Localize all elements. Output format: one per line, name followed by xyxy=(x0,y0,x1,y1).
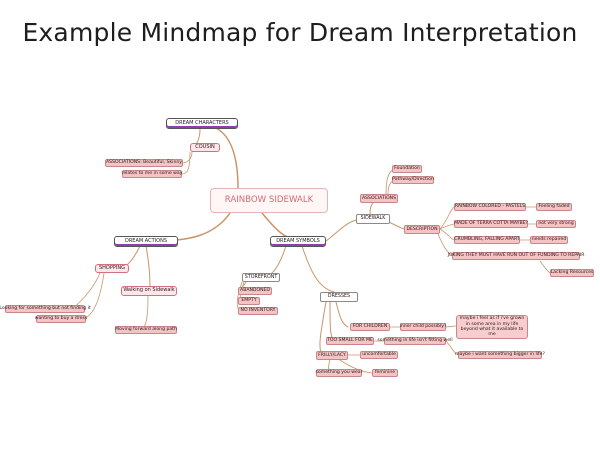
node-rainbow-colored[interactable]: RAINBOW COLORED - PASTELS xyxy=(454,203,526,211)
node-walking-on-sidewalk[interactable]: Walking on Sidewalk xyxy=(121,286,177,296)
node-crumbling[interactable]: CRUMBLING, FALLING APART xyxy=(454,236,520,244)
connector-shopping-wanting xyxy=(83,272,105,320)
node-associations-beautiful-skinny[interactable]: ASSOCIATIONS: Beautiful, Skinny xyxy=(105,159,183,167)
node-feminine[interactable]: feminine xyxy=(372,369,398,377)
node-moving-forward[interactable]: Moving forward along path xyxy=(115,326,177,334)
connector-shopping-looking xyxy=(71,272,101,310)
node-dream-symbols[interactable]: DREAM SYMBOLS xyxy=(270,236,326,247)
connector-description-crumbling xyxy=(439,228,455,241)
node-too-small[interactable]: TOO SMALL FOR ME xyxy=(326,337,374,345)
node-something-you-wear[interactable]: something you wear xyxy=(315,369,363,377)
node-wanting-to-buy[interactable]: wanting to buy a dress xyxy=(34,315,88,323)
node-empty[interactable]: EMPTY xyxy=(238,297,260,305)
connector-root-characters xyxy=(201,123,239,189)
node-dream-actions[interactable]: DREAM ACTIONS xyxy=(114,236,178,247)
connector-walking-moving xyxy=(141,295,149,331)
connector-cousin-relates xyxy=(181,151,191,175)
node-terra-cotta[interactable]: MADE OF TERRA COTTA MAYBE? xyxy=(454,220,528,228)
node-dresses[interactable]: DRESSES xyxy=(320,292,358,302)
node-feeling-faded[interactable]: Feeling faded xyxy=(536,203,572,211)
node-for-children[interactable]: FOR CHILDREN xyxy=(350,323,390,331)
connector-cousin-associations xyxy=(181,151,193,164)
node-inner-child[interactable]: inner child possibly? xyxy=(399,323,447,331)
node-joking-funding[interactable]: JOKING THEY MUST HAVE RUN OUT OF FUNDING… xyxy=(447,252,585,260)
connector-dresses-children xyxy=(335,301,349,328)
page-title: Example Mindmap for Dream Interpretation xyxy=(22,18,578,47)
root-node[interactable]: RAINBOW SIDEWALK xyxy=(210,188,328,213)
node-description[interactable]: DESCRIPTION xyxy=(404,225,440,234)
node-frilly-lacy[interactable]: FRILLY/LACY xyxy=(316,351,348,360)
connector-symbols-sidewalk xyxy=(325,219,357,242)
node-maybe-bigger[interactable]: maybe i want something bigger in life? xyxy=(455,351,545,359)
node-lacking-resources[interactable]: Lacking Resources xyxy=(550,269,594,277)
node-maybe-grown[interactable]: maybe i feel as if i've grown in some ar… xyxy=(456,315,528,339)
node-uncomfortable[interactable]: uncomfortable xyxy=(360,351,398,359)
connector-description-rainbow xyxy=(439,206,455,230)
node-not-fitting-well[interactable]: something in life isn't fitting well xyxy=(377,337,453,345)
connector-joking-lacking xyxy=(539,260,551,274)
node-sidewalk[interactable]: SIDEWALK xyxy=(356,214,390,224)
connector-notfitting-bigger xyxy=(445,340,459,356)
node-pathway-direction[interactable]: Pathway/Direction xyxy=(392,176,434,184)
connector-description-terra xyxy=(439,223,455,230)
connector-actions-walking xyxy=(145,245,151,292)
node-looking-for-something[interactable]: Looking for something but not finding it xyxy=(0,305,91,313)
node-storefront[interactable]: STOREFRONT xyxy=(242,273,280,282)
node-associations[interactable]: ASSOCIATIONS xyxy=(360,194,398,203)
connector-dresses-toosmall xyxy=(329,301,335,342)
node-needs-repaired[interactable]: needs repaired xyxy=(530,236,568,244)
node-relates-to-me[interactable]: relates to me in some way xyxy=(121,170,183,178)
node-foundation[interactable]: Foundation xyxy=(392,165,422,173)
node-cousin[interactable]: COUSIN xyxy=(190,143,220,152)
connector-dresses-frilly xyxy=(319,301,327,356)
node-dream-characters[interactable]: DREAM CHARACTERS xyxy=(166,118,238,129)
node-shopping[interactable]: SHOPPING xyxy=(95,264,129,273)
connector-symbols-dresses xyxy=(301,245,335,293)
node-no-inventory[interactable]: NO INVENTORY xyxy=(238,307,278,315)
node-not-very-strong[interactable]: not very strong xyxy=(536,220,576,228)
node-abandoned[interactable]: ABANDONED xyxy=(238,287,272,295)
